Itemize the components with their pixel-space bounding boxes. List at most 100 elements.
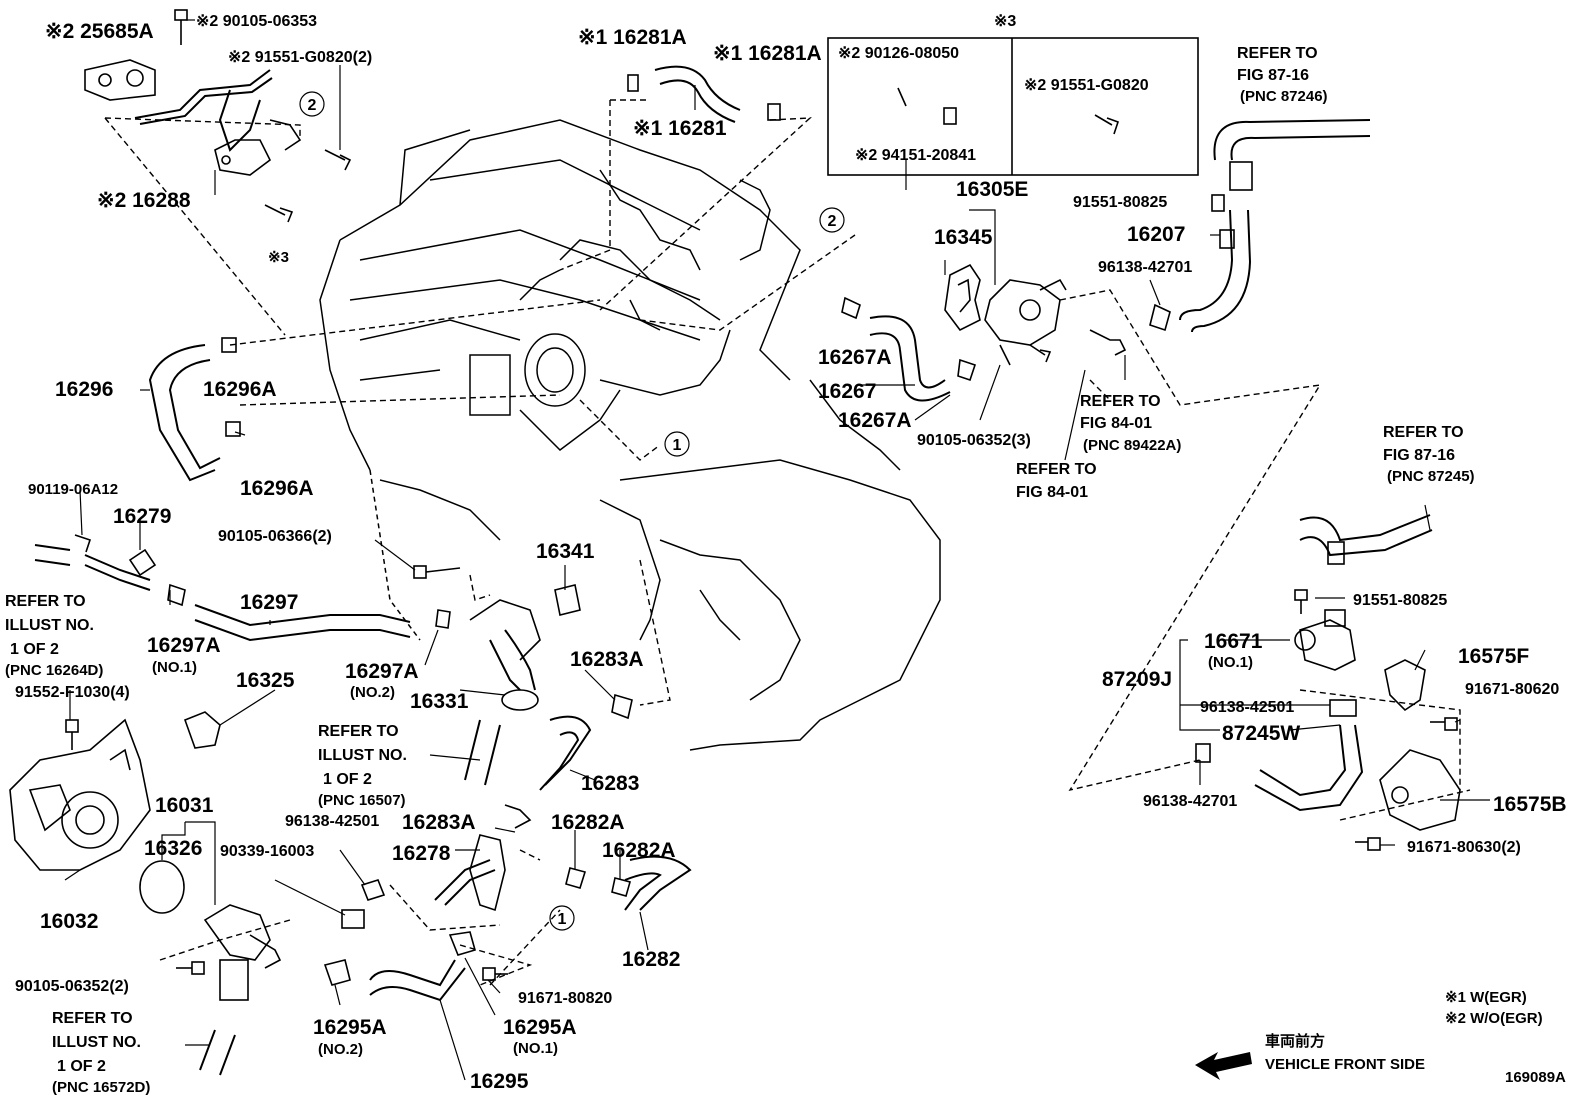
label-91671-80620: 91671-80620	[1465, 681, 1559, 698]
callout-circle: 1	[549, 905, 575, 931]
bracket-16575F	[1384, 659, 1426, 712]
bolt-icon	[174, 9, 188, 45]
label-16281A-b: ※1 16281A	[713, 42, 822, 65]
label-no2-a: (NO.2)	[350, 684, 395, 701]
o-ring-16326	[139, 860, 185, 914]
refer-16572D-line3: 1 OF 2	[57, 1058, 106, 1075]
engine-assembly	[319, 119, 941, 751]
label-no1-b: (NO.1)	[513, 1040, 558, 1057]
water-inlet-16331	[469, 584, 581, 711]
label-16288: ※2 16288	[97, 189, 191, 212]
label-16267: 16267	[818, 380, 876, 403]
label-16331: 16331	[410, 690, 469, 713]
label-90105-06352-3: 90105-06352(3)	[917, 432, 1031, 449]
bolt-icon	[1430, 717, 1458, 731]
label-16575F: 16575F	[1458, 645, 1529, 668]
egr-pipe-16288	[134, 69, 302, 176]
hose-16282	[565, 855, 692, 911]
refer-16507-line1: REFER TO	[318, 723, 399, 740]
label-16297A-no1: 16297A	[147, 634, 221, 657]
refer-84-01-line1: REFER TO	[1016, 461, 1097, 478]
label-91551-80825-b: 91551-80825	[1353, 592, 1447, 609]
front-label-jp: 車両前方	[1265, 1032, 1325, 1050]
label-16267A-b: 16267A	[838, 409, 912, 432]
refer-16507-line2: ILLUST NO.	[318, 747, 407, 764]
label-16279: 16279	[113, 505, 171, 528]
label-25685A: ※2 25685A	[45, 20, 154, 43]
refer-89422A-line3: (PNC 89422A)	[1083, 437, 1181, 454]
water-outlet-16305E	[944, 263, 1067, 366]
label-91671-80630-2: 91671-80630(2)	[1407, 839, 1521, 856]
label-16575B: 16575B	[1493, 793, 1567, 816]
bolt-icon	[176, 961, 205, 975]
svg-text:1: 1	[673, 437, 682, 454]
hose-16296	[148, 337, 241, 482]
label-94151-20841: ※2 94151-20841	[855, 147, 976, 164]
hose-87245W	[1254, 724, 1364, 812]
label-16296: 16296	[55, 378, 113, 401]
front-label-en: VEHICLE FRONT SIDE	[1265, 1056, 1425, 1073]
plug-90339-16003	[341, 909, 365, 929]
label-16032: 16032	[40, 910, 98, 933]
refer-87246-line1: REFER TO	[1237, 45, 1318, 62]
refer-16264D-line1: REFER TO	[5, 593, 86, 610]
label-16278: 16278	[392, 842, 451, 865]
callout-circle: 1	[664, 431, 690, 457]
dashed-leader-lines	[104, 99, 1471, 986]
refer-87246-line3: (PNC 87246)	[1240, 88, 1328, 105]
refer-16572D-line2: ILLUST NO.	[52, 1034, 141, 1051]
label-91552-F1030-4: 91552-F1030(4)	[15, 684, 130, 701]
refer-89422A-line2: FIG 84-01	[1080, 415, 1152, 432]
bolt-icon	[1029, 344, 1052, 363]
label-90339-16003: 90339-16003	[220, 843, 314, 860]
label-note3-top: ※3	[994, 13, 1016, 30]
bolt-icon	[1355, 837, 1381, 851]
hose-16281	[627, 65, 781, 123]
svg-text:1: 1	[558, 911, 567, 928]
label-91551-80825-a: 91551-80825	[1073, 194, 1167, 211]
refer-16572D-line1: REFER TO	[52, 1010, 133, 1027]
sensor-icon	[1089, 329, 1127, 356]
label-16295A-no2: 16295A	[313, 1016, 387, 1039]
label-16295: 16295	[470, 1070, 529, 1093]
bolt-icon	[482, 967, 508, 981]
refer-87245-line2: FIG 87-16	[1383, 447, 1455, 464]
label-96138-42501-b: 96138-42501	[1200, 699, 1294, 716]
callout-circle: 2	[299, 91, 325, 117]
label-90126-08050: ※2 90126-08050	[838, 45, 959, 62]
label-16326: 16326	[144, 837, 202, 860]
svg-text:2: 2	[828, 213, 837, 230]
gasket-16325	[183, 711, 221, 749]
refer-87245-line1: REFER TO	[1383, 424, 1464, 441]
label-91671-80820: 91671-80820	[518, 990, 612, 1007]
valve-16671	[1294, 609, 1356, 671]
front-arrow-icon	[1195, 1052, 1252, 1080]
pipe-16207	[1149, 194, 1252, 333]
label-16297A-no2: 16297A	[345, 660, 419, 683]
label-16031: 16031	[155, 794, 214, 817]
label-87209J: 87209J	[1102, 668, 1172, 691]
hose-87245	[1299, 514, 1433, 565]
clamp-icon	[1195, 743, 1211, 763]
legend-note1: ※1 W(EGR)	[1445, 989, 1527, 1006]
label-87245W: 87245W	[1222, 722, 1300, 745]
legend-note2: ※2 W/O(EGR)	[1445, 1010, 1543, 1027]
hose-16283	[539, 693, 633, 791]
refer-87246-line2: FIG 87-16	[1237, 67, 1309, 84]
callout-circle: 2	[819, 207, 845, 233]
label-96138-42701-a: 96138-42701	[1098, 259, 1192, 276]
bracket-16278	[434, 804, 532, 912]
refer-16264D-line4: (PNC 16264D)	[5, 662, 103, 679]
label-16671: 16671	[1204, 630, 1263, 653]
label-note3-small: ※3	[268, 249, 289, 266]
label-16281A-a: ※1 16281A	[578, 26, 687, 49]
bolt-icon	[264, 149, 352, 223]
label-90105-06352-2: 90105-06352(2)	[15, 978, 129, 995]
figure-id: 169089A	[1505, 1069, 1566, 1086]
hose-16267	[841, 296, 977, 402]
label-90105-06353: ※2 90105-06353	[196, 13, 317, 30]
label-90119-06A12: 90119-06A12	[28, 481, 118, 498]
label-16283: 16283	[581, 772, 639, 795]
label-16295A-no1: 16295A	[503, 1016, 577, 1039]
